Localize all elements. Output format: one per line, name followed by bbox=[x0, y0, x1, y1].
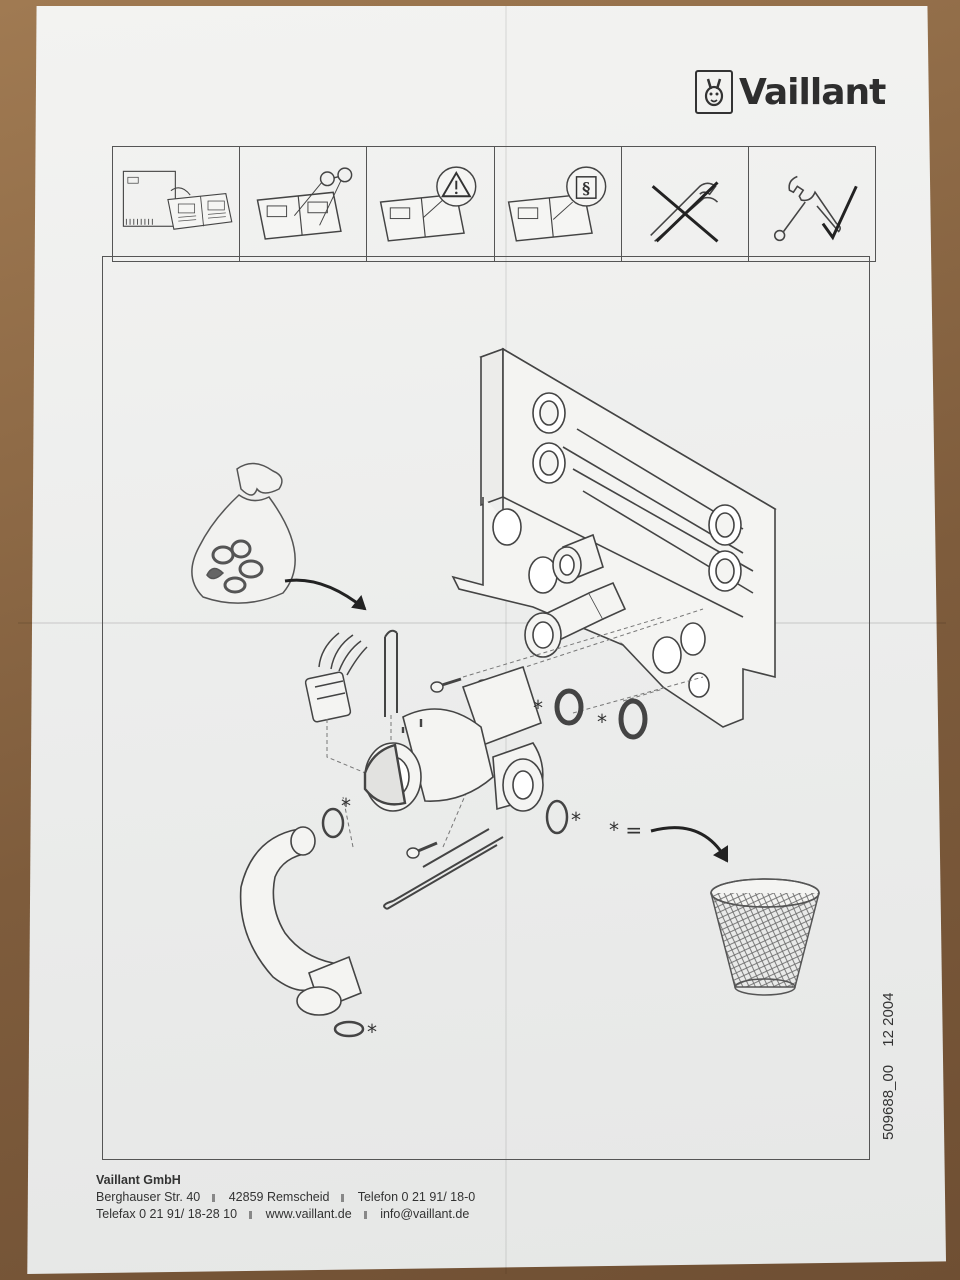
address-row: Berghauser Str. 40 42859 Remscheid Telef… bbox=[96, 1189, 856, 1206]
bag-arrow bbox=[284, 578, 366, 611]
valve-block bbox=[363, 665, 544, 812]
footer-address: Vaillant GmbH Berghauser Str. 40 42859 R… bbox=[96, 1172, 856, 1223]
vaillant-logo: Vaillant bbox=[695, 70, 886, 114]
o-rings bbox=[321, 688, 648, 1038]
hare-logo-icon bbox=[695, 70, 733, 114]
fax: Telefax 0 21 91/ 18-28 10 bbox=[96, 1207, 238, 1221]
company-name: Vaillant GmbH bbox=[96, 1173, 181, 1187]
sensor-plug bbox=[304, 632, 368, 723]
contact-row: Telefax 0 21 91/ 18-28 10 www.vaillant.d… bbox=[96, 1206, 856, 1223]
boiler-and-manual-icon bbox=[113, 147, 241, 261]
pictogram-strip: § bbox=[112, 146, 876, 262]
asterisk-oring-5: * bbox=[367, 1020, 377, 1044]
waste-basket-icon bbox=[710, 878, 820, 996]
email-link[interactable]: info@vaillant.de bbox=[380, 1207, 470, 1221]
fold-line-horizontal bbox=[18, 622, 946, 624]
assembly-drawing-frame: * * * * * * = bbox=[102, 256, 870, 1160]
separator bbox=[212, 1193, 216, 1202]
parts-bag bbox=[191, 462, 296, 604]
wrench-ok-icon bbox=[749, 147, 875, 261]
doc-date: 12 2004 bbox=[880, 992, 897, 1047]
dispose-legend: * = bbox=[609, 818, 642, 842]
plate-connectors bbox=[524, 533, 627, 658]
document-number: 509688_00 12 2004 bbox=[880, 979, 897, 1141]
u-clip bbox=[384, 629, 398, 717]
no-pliers-icon bbox=[622, 147, 749, 261]
asterisk-oring-1: * bbox=[533, 696, 543, 720]
separator bbox=[363, 1210, 367, 1219]
svg-text:§: § bbox=[582, 178, 590, 197]
website-link[interactable]: www.vaillant.de bbox=[265, 1207, 352, 1221]
asterisk-oring-2: * bbox=[597, 710, 607, 734]
phone: Telefon 0 21 91/ 18-0 bbox=[357, 1190, 476, 1204]
doc-id: 509688_00 bbox=[880, 1064, 897, 1140]
manual-regulations-icon: § bbox=[495, 147, 622, 261]
manual-warning-icon bbox=[367, 147, 495, 261]
separator bbox=[249, 1210, 253, 1219]
asterisk-oring-4: * bbox=[571, 808, 581, 832]
assembly-drawing: * * * * * * = bbox=[191, 347, 820, 1044]
separator bbox=[341, 1193, 345, 1202]
fold-line-vertical bbox=[505, 6, 507, 1274]
asterisk-oring-3: * bbox=[341, 794, 351, 818]
read-manual-glasses-icon bbox=[240, 147, 368, 261]
retaining-clip bbox=[383, 828, 504, 910]
city: 42859 Remscheid bbox=[228, 1190, 330, 1204]
bent-pipe bbox=[239, 826, 362, 1016]
mounting-plate bbox=[451, 347, 777, 728]
brand-name: Vaillant bbox=[739, 71, 886, 113]
street: Berghauser Str. 40 bbox=[96, 1190, 201, 1204]
